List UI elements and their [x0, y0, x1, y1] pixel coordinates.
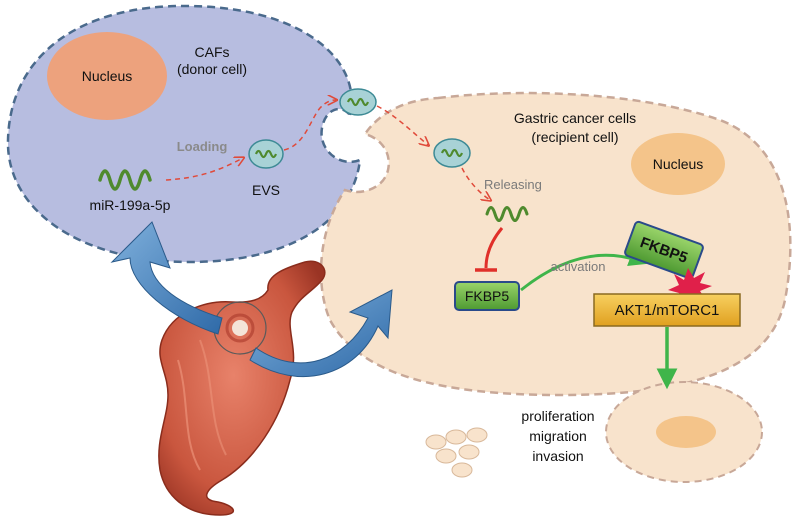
loading-arrow — [165, 158, 243, 181]
activation-label: activation — [551, 259, 606, 274]
pathway-label: AKT1/mTORC1 — [615, 302, 720, 319]
pathway-box: AKT1/mTORC1 — [593, 293, 741, 327]
mirna-strand-released — [485, 206, 529, 222]
vesicle-donor — [248, 139, 284, 169]
activation-arrow — [520, 249, 648, 292]
recipient-cell-title: Gastric cancer cells — [514, 110, 636, 126]
vesicle-recipient — [433, 138, 471, 168]
recipient-nucleus: Nucleus — [631, 133, 725, 195]
transfer-arrow-2 — [376, 105, 428, 145]
fkbp5-inhibited-label: FKBP5 — [465, 288, 510, 304]
cell-cluster — [425, 427, 488, 478]
loading-label: Loading — [177, 139, 228, 154]
blue-arrow-to-donor — [110, 221, 223, 335]
evs-label: EVS — [252, 182, 280, 198]
recipient-cell-subtitle: (recipient cell) — [531, 129, 618, 145]
inhibition-arrow — [484, 227, 504, 269]
donor-cell-membrane — [6, 4, 362, 264]
mirna-strand-donor — [98, 169, 152, 191]
fkbp5-box-active: FKBP5 — [624, 220, 704, 280]
outcome-invasion: invasion — [532, 448, 583, 464]
vesicle-transit — [339, 88, 377, 116]
mirna-label: miR-199a-5p — [90, 197, 171, 213]
releasing-label: Releasing — [484, 177, 542, 192]
donor-nucleus: Nucleus — [47, 32, 167, 120]
daughter-cell — [605, 381, 763, 483]
outcome-proliferation: proliferation — [521, 408, 594, 424]
donor-cell — [6, 4, 362, 264]
stomach-illustration — [158, 260, 326, 516]
donor-cell-title: CAFs — [195, 44, 230, 60]
daughter-cell-nucleus — [656, 416, 716, 448]
outcome-migration: migration — [529, 428, 587, 444]
transfer-arrow-1 — [283, 100, 336, 151]
blue-arrow-to-recipient — [249, 289, 393, 378]
donor-cell-subtitle: (donor cell) — [177, 61, 247, 77]
releasing-arrow — [461, 167, 490, 200]
fkbp5-box-inhibited: FKBP5 — [454, 281, 520, 311]
donor-nucleus-label: Nucleus — [82, 68, 133, 84]
recipient-nucleus-label: Nucleus — [653, 156, 704, 172]
